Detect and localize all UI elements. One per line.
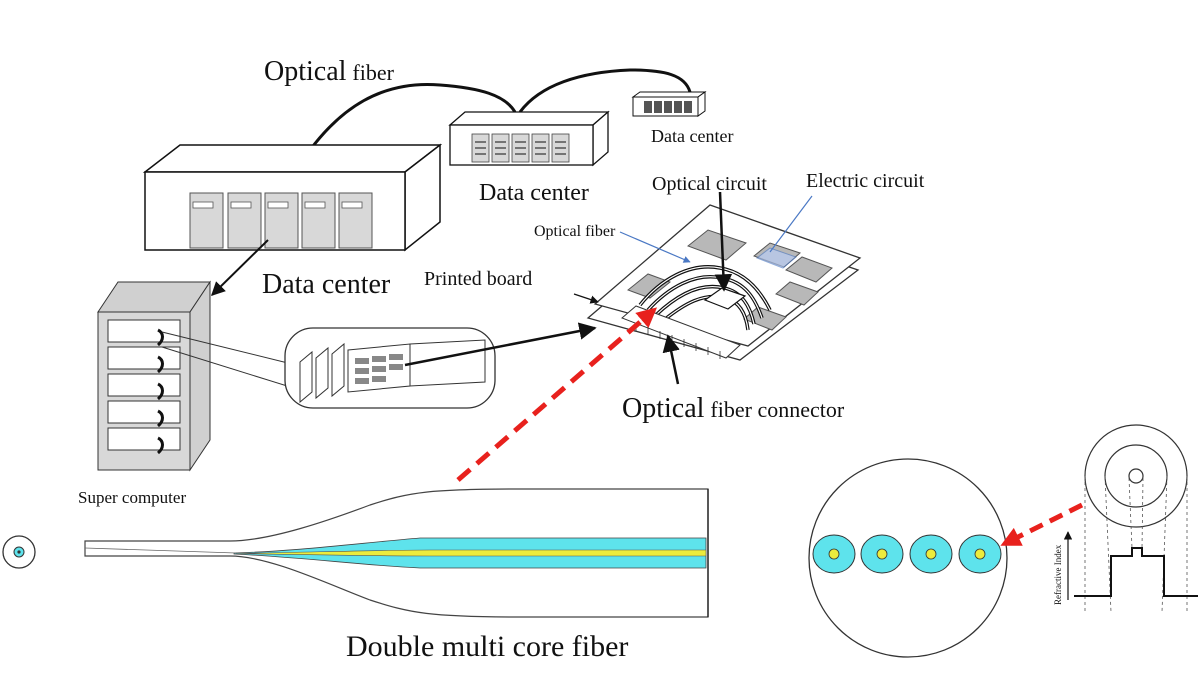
double-multi-core-fiber: [84, 488, 709, 618]
fiber-cross-section: [808, 458, 1008, 658]
label-super-computer: Super computer: [78, 488, 186, 507]
data-center-small: [631, 91, 707, 117]
super-computer: [97, 280, 211, 472]
callout-line-top: [161, 331, 301, 367]
label-refractive-index: Refractive Index: [1053, 544, 1063, 605]
fiber-cable-2: [518, 68, 692, 113]
arrow-bubble-to-board: [404, 322, 597, 367]
label-optical-fiber-board: Optical fiber: [534, 223, 616, 240]
label-printed-board: Printed board: [424, 268, 532, 290]
pointer-connector: [662, 334, 680, 385]
fiber-cable-1: [308, 82, 517, 151]
data-center-large: [142, 143, 443, 252]
red-arrow-profile-to-core: [1000, 502, 1084, 547]
label-electric-circuit: Electric circuit: [806, 170, 925, 192]
pointer-optical-circuit: [714, 191, 733, 292]
data-center-medium: [448, 110, 610, 167]
arrow-dc-to-supercomputer: [211, 239, 269, 296]
label-data-center-small: Data center: [651, 126, 733, 146]
pointer-printed-board: [573, 293, 599, 304]
pointer-optical-fiber-board: [619, 231, 691, 263]
board-zoom-bubble: [284, 327, 496, 409]
pointer-electric-circuit: [769, 195, 813, 253]
red-arrow-fiber-to-connector: [456, 307, 658, 482]
label-data-center-mid: Data center: [479, 180, 589, 206]
label-data-center-big: Data center: [262, 269, 391, 300]
label-double-multi-core-fiber: Double multi core fiber: [346, 630, 628, 663]
core-index-profile: [1063, 424, 1198, 613]
callout-line-bottom: [161, 346, 301, 391]
fiber-end-view-small: [2, 535, 36, 569]
label-optical-circuit: Optical circuit: [652, 173, 767, 195]
